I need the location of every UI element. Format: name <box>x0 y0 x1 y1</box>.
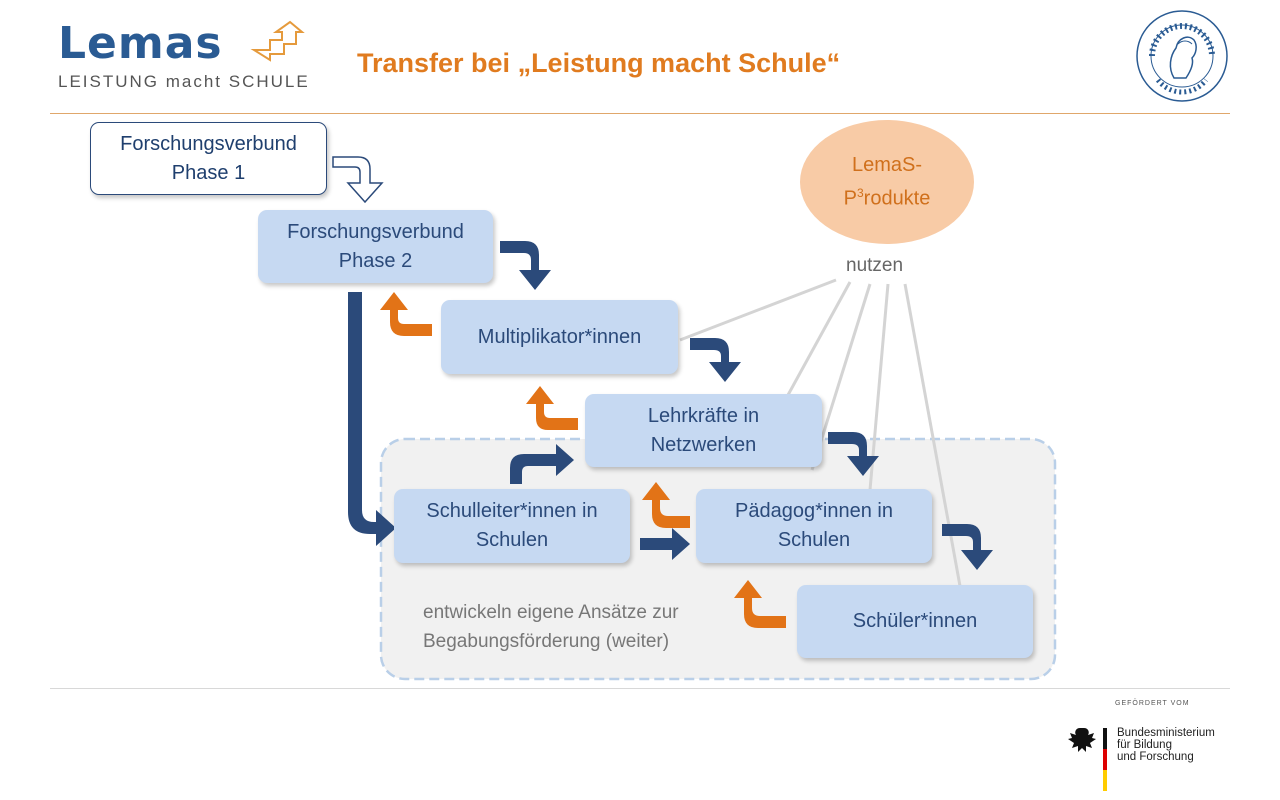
node-schueler: Schüler*innen <box>797 585 1033 658</box>
node-forschungsverbund-phase1: Forschungsverbund Phase 1 <box>90 122 327 195</box>
phase1-to-phase2-arrow-icon <box>332 156 384 204</box>
lehrkraefte-to-paedagogen-arrow-icon <box>828 432 879 476</box>
node-label: Schüler*innen <box>852 610 978 632</box>
group-note: entwickeln eigene Ansätze zur Begabungsf… <box>423 602 679 652</box>
humboldt-university-seal-icon <box>1136 10 1228 102</box>
lemas-logo-text: Lemas <box>58 18 223 69</box>
node-schulleiter-schulen: Schulleiter*innen in Schulen <box>394 489 630 563</box>
node-label: Lehrkräfte in Netzwerken <box>647 404 760 456</box>
schulleiter-to-lehrkraefte-arrow-icon <box>510 444 574 484</box>
lemas-products-ellipse: LemaS- P3rodukte <box>800 120 974 244</box>
multiplikator-to-lehrkraefte-arrow-icon <box>690 338 741 382</box>
node-lehrkraefte-netzwerke: Lehrkräfte in Netzwerken <box>585 394 822 467</box>
products-label-line2: P3rodukte <box>844 179 931 213</box>
node-label: Forschungsverbund Phase 2 <box>287 220 464 272</box>
lemas-arrow-logo-icon <box>250 20 305 62</box>
node-multiplikatoren: Multiplikator*innen <box>441 300 678 374</box>
schueler-to-paedagogen-feedback-arrow-icon <box>734 580 786 628</box>
footer-divider <box>50 688 1230 689</box>
schulleiter-to-paedagogen-arrow-icon <box>640 528 690 560</box>
node-paedagogen-schulen: Pädagog*innen in Schulen <box>696 489 932 563</box>
federal-eagle-flag-icon <box>1068 728 1107 791</box>
nutzen-label: nutzen <box>846 255 904 276</box>
products-label-prefix: P <box>843 187 857 210</box>
node-label: Multiplikator*innen <box>477 325 642 348</box>
products-label-line1: LemaS- <box>851 154 923 177</box>
products-superscript: 3 <box>856 186 864 201</box>
lehrkraefte-to-multiplikator-feedback-arrow-icon <box>526 386 578 430</box>
paedagogen-to-schueler-arrow-icon <box>942 524 993 570</box>
header-divider <box>50 113 1230 114</box>
paedagogen-to-lehrkraefte-feedback-arrow-icon <box>642 482 690 528</box>
node-label: Forschungsverbund Phase 1 <box>120 132 297 184</box>
page-title: Transfer bei „Leistung macht Schule“ <box>357 48 841 78</box>
node-forschungsverbund-phase2: Forschungsverbund Phase 2 <box>258 210 493 283</box>
node-label: Pädagog*innen in Schulen <box>735 500 893 551</box>
phase2-to-schulleiter-arrow-icon <box>348 292 396 546</box>
lemas-logo-subtitle: LEISTUNG macht SCHULE <box>58 72 310 91</box>
phase2-to-multiplikator-arrow-icon <box>500 241 551 290</box>
funding-label: GEFÖRDERT VOM <box>1115 700 1190 707</box>
multiplikator-to-phase2-feedback-arrow-icon <box>380 292 432 336</box>
node-label: Schulleiter*innen in Schulen <box>426 500 598 551</box>
products-label-suffix: rodukte <box>863 187 931 210</box>
ministry-name: Bundesministerium für Bildung und Forsch… <box>1117 727 1215 763</box>
